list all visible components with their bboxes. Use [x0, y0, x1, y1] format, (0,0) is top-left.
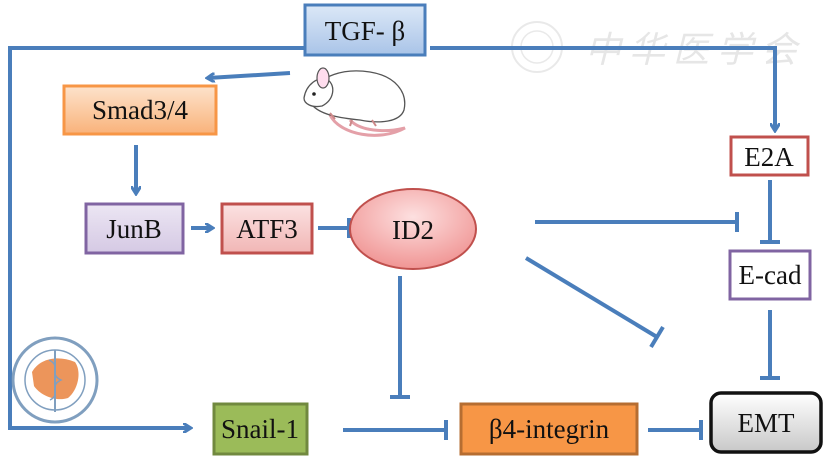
- edge-id2-inhibits-b4: [390, 276, 410, 399]
- node-e-cad: E-cad: [728, 249, 812, 301]
- node-b4-integrin: β4-integrin: [459, 402, 639, 456]
- node-label: ID2: [392, 215, 434, 245]
- node-label: E-cad: [739, 260, 802, 290]
- node-label: β4-integrin: [489, 414, 610, 444]
- node-snail-1: Snail-1: [212, 402, 309, 456]
- chinese-medical-association-logo: [11, 336, 99, 424]
- node-junb: JunB: [84, 202, 185, 255]
- node-label: JunB: [106, 214, 162, 244]
- node-emt: EMT: [709, 391, 823, 454]
- node-e2a: E2A: [729, 135, 810, 177]
- edge-e2a-inhibits-ecad: [760, 180, 780, 244]
- node-smad3-4: Smad3/4: [62, 84, 218, 136]
- node-label: E2A: [744, 142, 794, 172]
- edges: [8, 46, 780, 440]
- node-label: ATF3: [236, 214, 298, 244]
- node-label: TGF- β: [325, 16, 406, 46]
- watermark-text: 中华医学会: [585, 30, 805, 71]
- edge-tgf-to-e2a: [430, 46, 775, 130]
- edge-tgf-to-smad: [208, 71, 291, 78]
- node-label: EMT: [738, 408, 796, 438]
- mouse-icon: [303, 67, 406, 137]
- node-tgf-beta: TGF- β: [303, 3, 427, 57]
- edge-tgf-to-snail: [8, 46, 305, 428]
- watermark: 中华医学会: [511, 21, 805, 73]
- node-label: Snail-1: [221, 414, 299, 444]
- node-label: Smad3/4: [92, 95, 189, 125]
- node-id2: ID2: [349, 188, 477, 270]
- edge-b4-inhibits-emt: [648, 420, 703, 440]
- node-atf3: ATF3: [220, 202, 314, 255]
- edge-id2-inhibits-emt: [524, 256, 665, 349]
- edge-id2-inhibits-e2a-ecad: [535, 212, 739, 232]
- edge-snail-inhibits-b4: [343, 420, 448, 440]
- edge-ecad-inhibits-emt: [760, 310, 780, 380]
- edge-atf3-inhibits-id2: [318, 218, 351, 238]
